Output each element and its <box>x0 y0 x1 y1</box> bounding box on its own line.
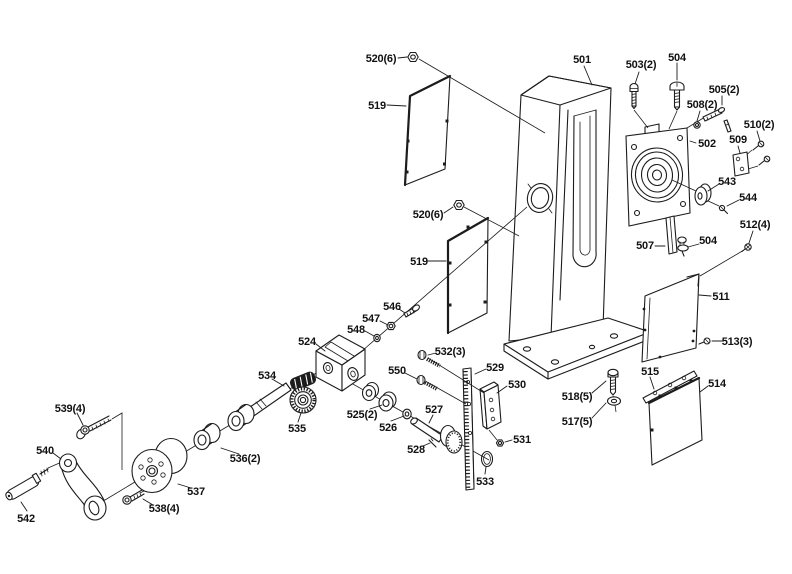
part-label-504-a: 504 <box>668 52 687 64</box>
part-label-537: 537 <box>187 486 205 498</box>
column-base-flange <box>503 317 651 380</box>
part-label-526: 526 <box>379 422 397 434</box>
rack-bracket-530 <box>479 381 502 430</box>
part-label-527: 527 <box>425 404 443 416</box>
part-label-510-2: 510(2) <box>744 119 775 131</box>
part-label-520-6-b: 520(6) <box>413 209 444 221</box>
part-label-531: 531 <box>513 434 531 446</box>
nut-531 <box>495 439 505 447</box>
screw-538 <box>122 489 145 505</box>
part-label-538-4: 538(4) <box>149 503 180 515</box>
yoke-block-524 <box>315 334 366 392</box>
part-label-535: 535 <box>288 423 306 435</box>
pin-505 <box>702 107 732 133</box>
part-label-501: 501 <box>573 54 591 66</box>
gib-rod-507 <box>665 215 678 255</box>
part-label-534: 534 <box>258 370 277 382</box>
nut-547 <box>386 321 396 331</box>
washer-517 <box>606 396 622 406</box>
part-label-512-4: 512(4) <box>740 219 771 231</box>
worm-gear-535 <box>289 386 317 414</box>
panel-514 <box>647 376 703 466</box>
part-label-509: 509 <box>729 134 747 146</box>
part-label-548: 548 <box>347 324 365 336</box>
bolt-550 <box>416 374 438 391</box>
screw-504-upper <box>669 81 685 111</box>
nut-520-lower <box>453 199 465 211</box>
part-label-503-2: 503(2) <box>626 59 657 71</box>
column-501 <box>508 75 612 342</box>
shaft-527 <box>410 417 463 454</box>
nut-520-upper <box>407 51 419 63</box>
part-label-513-3: 513(3) <box>722 336 753 348</box>
part-label-519-a: 519 <box>368 100 386 112</box>
bolt-518 <box>607 368 619 396</box>
part-label-524: 524 <box>298 336 317 348</box>
rack-529 <box>462 367 475 491</box>
panel-519-lower <box>446 216 490 335</box>
part-label-514: 514 <box>708 378 727 390</box>
screws-510 <box>752 140 771 166</box>
part-label-507: 507 <box>636 240 654 252</box>
part-label-543: 543 <box>718 176 736 188</box>
part-label-533: 533 <box>476 476 494 488</box>
part-label-529: 529 <box>486 362 504 374</box>
spacer-536-a <box>193 422 221 451</box>
part-label-508-2: 508(2) <box>687 99 718 111</box>
part-label-547: 547 <box>362 313 380 325</box>
part-label-518-5: 518(5) <box>562 391 593 403</box>
bolt-504-lower <box>677 236 689 257</box>
washer-526 <box>402 408 412 420</box>
nut-508 <box>693 121 701 129</box>
washers-525 <box>361 381 397 412</box>
crank-arm-540 <box>58 453 107 521</box>
panel-519-upper <box>403 74 452 187</box>
o-ring-533 <box>480 450 494 468</box>
pin-528 <box>428 438 437 448</box>
handle-542 <box>5 467 49 501</box>
part-label-540: 540 <box>36 445 54 457</box>
part-label-536-2: 536(2) <box>230 453 261 465</box>
part-label-542: 542 <box>17 513 35 525</box>
plate-509 <box>732 151 750 177</box>
part-label-504-b: 504 <box>699 235 718 247</box>
clamp-strip-515 <box>642 370 698 404</box>
part-labels: 520(6) 519 501 503(2) 504 505(2) 508(2) 510(2) 5… <box>17 52 775 525</box>
part-label-515: 515 <box>641 366 659 378</box>
part-label-525-2: 525(2) <box>347 409 378 421</box>
panel-511 <box>641 273 700 363</box>
gearbox-plate-502 <box>625 123 691 227</box>
part-label-546: 546 <box>383 301 401 313</box>
part-label-550: 550 <box>388 365 406 377</box>
leader-lines <box>20 56 761 512</box>
part-label-511: 511 <box>712 291 729 303</box>
part-label-517-5: 517(5) <box>562 416 593 428</box>
washer-548 <box>373 333 381 343</box>
screw-546 <box>403 304 421 318</box>
spacer-536-b <box>227 403 255 432</box>
part-label-502: 502 <box>698 138 716 150</box>
hub-537 <box>131 437 188 494</box>
cap-543 <box>694 183 712 206</box>
part-label-520-6-a: 520(6) <box>366 53 397 65</box>
bolt-539 <box>76 415 112 440</box>
part-label-528: 528 <box>407 444 425 456</box>
screw-544 <box>718 204 729 215</box>
part-label-530: 530 <box>508 379 526 391</box>
screw-513 <box>698 337 711 345</box>
part-label-505-2: 505(2) <box>709 84 740 96</box>
part-label-544: 544 <box>739 192 758 204</box>
screw-512 <box>741 243 752 253</box>
part-label-519-b: 519 <box>410 256 428 268</box>
part-label-539-4: 539(4) <box>55 403 86 415</box>
bolt-532 <box>417 349 441 368</box>
part-label-532-3: 532(3) <box>435 346 466 358</box>
